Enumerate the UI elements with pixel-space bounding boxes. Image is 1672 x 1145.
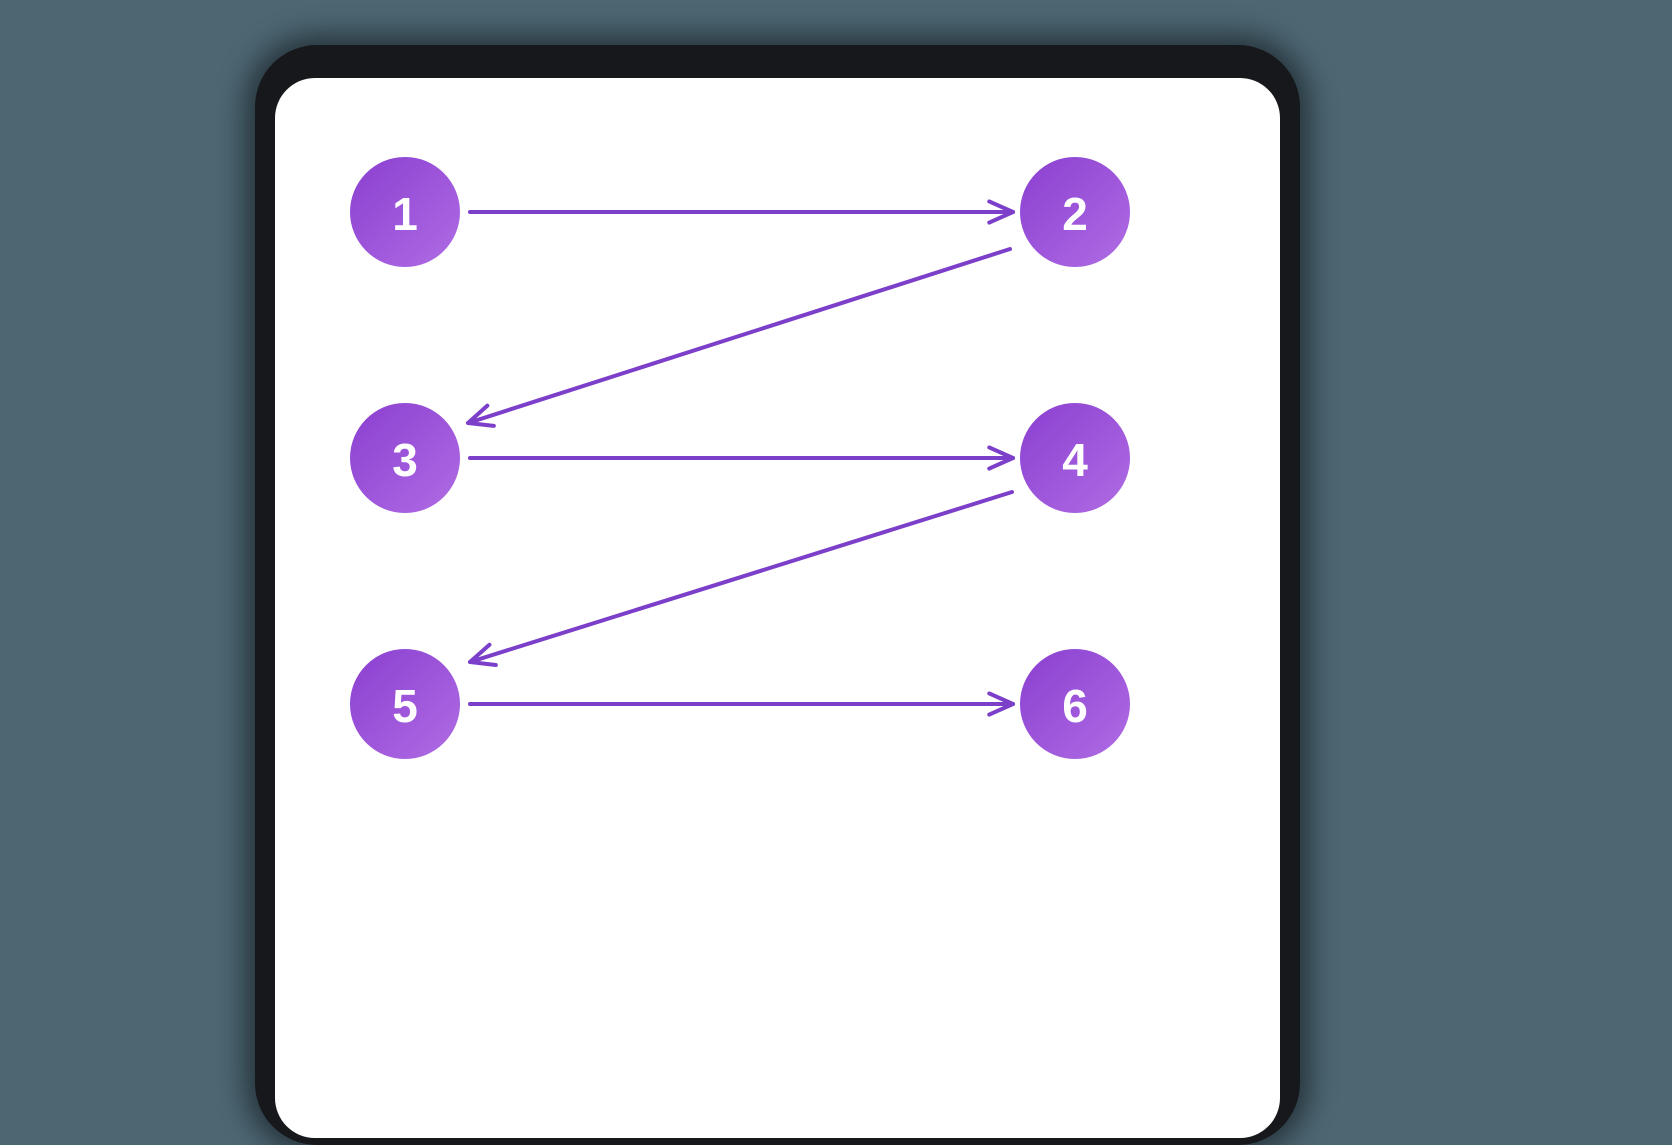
node-circle — [350, 157, 460, 267]
edge-arrow[interactable] — [468, 199, 1015, 225]
arrowhead-icon — [987, 691, 1015, 717]
node-label: 2 — [1062, 188, 1088, 240]
diagram-node-1[interactable]: 1 — [350, 157, 460, 267]
node-label: 1 — [392, 188, 418, 240]
diagram-node-2[interactable]: 2 — [1020, 157, 1130, 267]
diagram-node-3[interactable]: 3 — [350, 403, 460, 513]
node-label: 5 — [392, 680, 418, 732]
diagram-node-4[interactable]: 4 — [1020, 403, 1130, 513]
node-circle — [1020, 157, 1130, 267]
screenshot-stage: 1 2 3 4 5 6 — [255, 45, 1300, 1145]
arrowhead-icon — [466, 403, 496, 428]
edge-arrow[interactable] — [466, 247, 1012, 428]
node-circle — [350, 403, 460, 513]
arrowhead-icon — [987, 445, 1015, 471]
diagram-node-6[interactable]: 6 — [1020, 649, 1130, 759]
edge-line — [466, 247, 1012, 425]
node-circle — [1020, 403, 1130, 513]
nodes-layer: 1 2 3 4 5 6 — [350, 157, 1130, 759]
node-label: 4 — [1062, 434, 1088, 486]
edges-layer — [466, 199, 1015, 717]
edge-arrow[interactable] — [468, 490, 1014, 668]
node-circle — [1020, 649, 1130, 759]
arrowhead-icon — [987, 199, 1015, 225]
edge-arrow[interactable] — [468, 445, 1015, 471]
node-label: 3 — [392, 434, 418, 486]
diagram-canvas: 1 2 3 4 5 6 — [350, 157, 1130, 759]
edge-arrow[interactable] — [468, 691, 1015, 717]
node-label: 6 — [1062, 680, 1088, 732]
edge-line — [468, 490, 1014, 664]
arrowhead-icon — [468, 642, 498, 668]
node-circle — [350, 649, 460, 759]
diagram-node-5[interactable]: 5 — [350, 649, 460, 759]
